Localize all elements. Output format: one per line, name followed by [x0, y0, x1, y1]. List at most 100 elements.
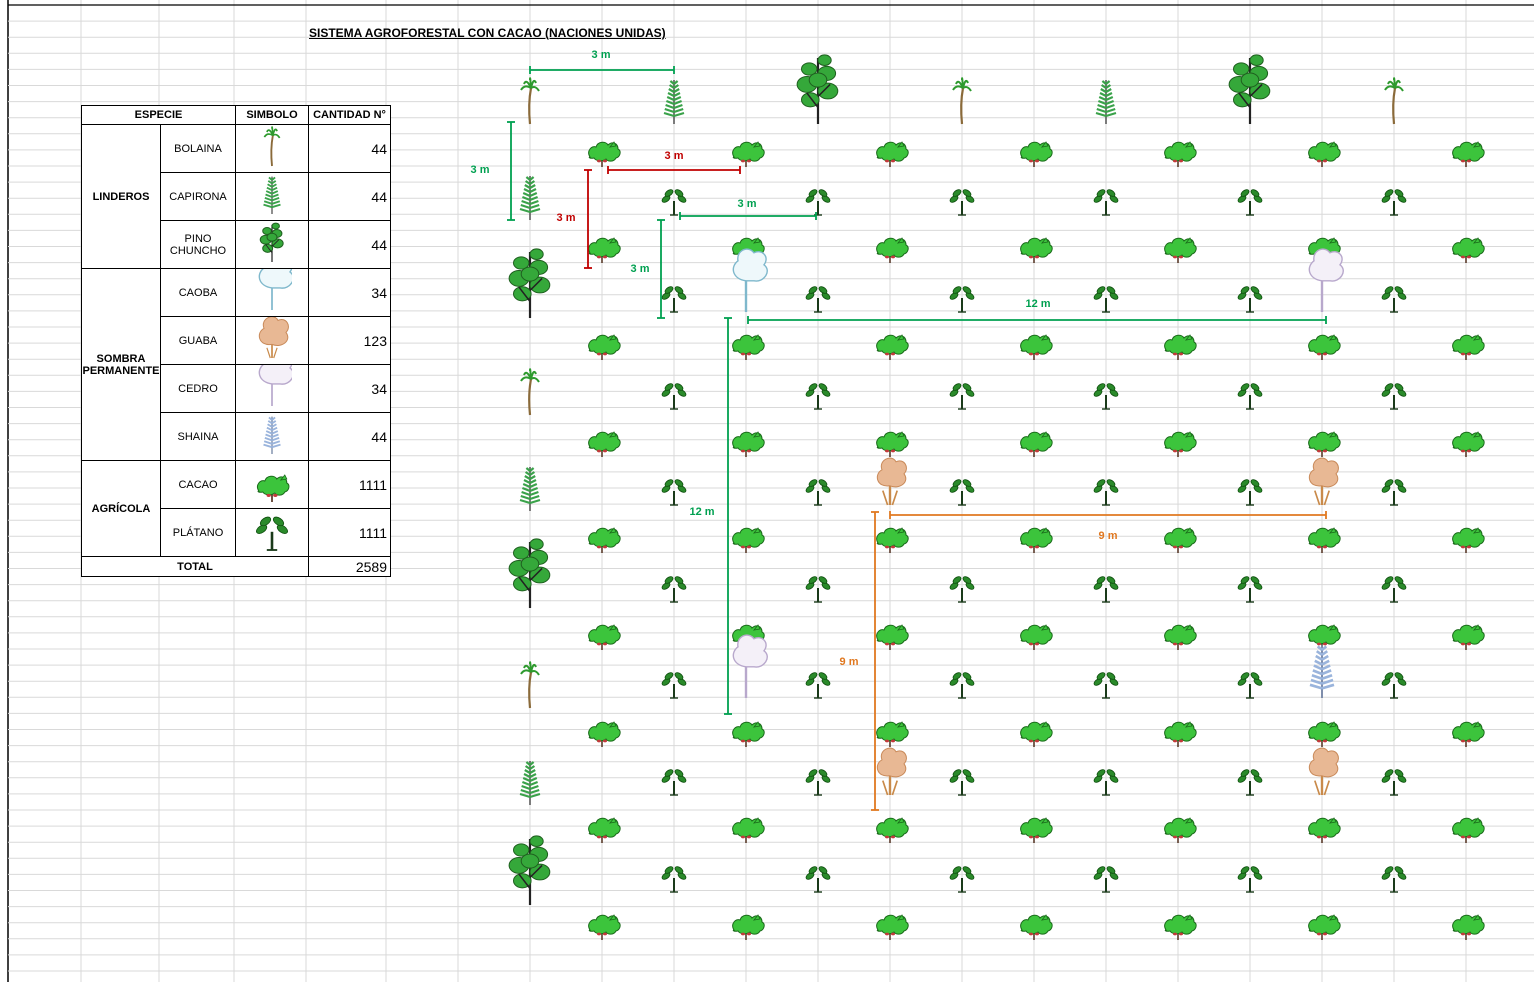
- header-species: ESPECIE: [82, 106, 236, 125]
- dimension-label: 12 m: [1025, 298, 1050, 310]
- cacao-tree: [877, 625, 908, 650]
- guaba-icon: [252, 317, 292, 361]
- cedro-icon: [252, 365, 292, 409]
- header-symbol: SIMBOLO: [236, 106, 309, 125]
- dimension-label: 3 m: [557, 212, 576, 224]
- species-name: PLÁTANO: [161, 509, 236, 557]
- dimension-green-horizontal: [680, 212, 816, 220]
- cacao-tree: [1309, 915, 1340, 940]
- cacao-tree: [589, 625, 620, 650]
- platano-tree: [1237, 285, 1263, 312]
- cacao-tree: [1165, 238, 1196, 263]
- platano-tree: [805, 768, 831, 795]
- capirona-tree: [520, 761, 540, 805]
- cacao-tree: [589, 142, 620, 167]
- cacao-tree: [1165, 818, 1196, 843]
- platano-tree: [661, 478, 687, 505]
- dimension-label: 3 m: [471, 164, 490, 176]
- pino-tree: [797, 55, 838, 124]
- guaba-tree: [1309, 748, 1338, 795]
- cacao-tree: [1453, 818, 1484, 843]
- dimension-12m-horizontal: [748, 316, 1326, 324]
- platano-tree: [949, 478, 975, 505]
- cacao-tree: [589, 335, 620, 360]
- species-quantity: 123: [309, 317, 391, 365]
- cacao-tree: [1021, 142, 1052, 167]
- cacao-tree: [877, 335, 908, 360]
- species-name: BOLAINA: [161, 125, 236, 173]
- cacao-tree: [1021, 818, 1052, 843]
- cacao-tree: [877, 528, 908, 553]
- header-quantity: CANTIDAD N°: [309, 106, 391, 125]
- palm-tree: [1385, 78, 1403, 124]
- platano-tree: [661, 865, 687, 892]
- species-quantity: 44: [309, 173, 391, 221]
- platano-tree: [805, 382, 831, 409]
- dimension-label: 3 m: [738, 198, 757, 210]
- cacao-tree: [1453, 625, 1484, 650]
- capirona-tree: [1096, 80, 1116, 124]
- cedro-tree: [1309, 249, 1343, 312]
- cacao-tree: [1309, 528, 1340, 553]
- platano-tree: [949, 768, 975, 795]
- cacao-tree: [1021, 238, 1052, 263]
- cacao-tree: [733, 142, 764, 167]
- dimension-12m-vertical: [724, 318, 732, 714]
- cacao-tree: [1021, 625, 1052, 650]
- diagram-title: SISTEMA AGROFORESTAL CON CACAO (NACIONES…: [309, 26, 666, 40]
- platano-tree: [805, 285, 831, 312]
- platano-tree: [949, 671, 975, 698]
- platano-tree: [1381, 285, 1407, 312]
- species-name: CAPIRONA: [161, 173, 236, 221]
- cacao-tree: [1453, 722, 1484, 747]
- cacao-tree: [1165, 432, 1196, 457]
- guaba-tree: [877, 748, 906, 795]
- platano-tree: [805, 188, 831, 215]
- caoba-icon: [252, 269, 292, 313]
- cacao-tree: [733, 528, 764, 553]
- platano-tree: [1381, 575, 1407, 602]
- platano-tree: [949, 382, 975, 409]
- cacao-icon: [252, 461, 292, 505]
- dimension-left-3m: [507, 122, 515, 220]
- cacao-tree: [1453, 915, 1484, 940]
- caoba-tree: [733, 249, 767, 312]
- dimension-top-3m: [530, 66, 674, 74]
- cacao-tree: [1165, 335, 1196, 360]
- cacao-tree: [1309, 142, 1340, 167]
- cacao-tree: [1165, 625, 1196, 650]
- dimension-label: 3 m: [592, 49, 611, 61]
- pino-tree: [509, 539, 550, 608]
- platano-tree: [1093, 865, 1119, 892]
- cacao-tree: [733, 722, 764, 747]
- group-sombra-permanente: SOMBRA PERMANENTE: [82, 269, 161, 461]
- cacao-tree: [1021, 722, 1052, 747]
- legend-total-row: TOTAL 2589: [82, 557, 391, 577]
- platano-tree: [1237, 478, 1263, 505]
- platano-tree: [661, 382, 687, 409]
- dimension-green-vertical: [657, 220, 665, 318]
- cacao-tree: [1165, 722, 1196, 747]
- cacao-tree: [733, 818, 764, 843]
- platano-tree: [1237, 671, 1263, 698]
- cacao-tree: [1309, 625, 1340, 650]
- platano-tree: [1381, 478, 1407, 505]
- platano-tree: [1237, 768, 1263, 795]
- cacao-tree: [589, 432, 620, 457]
- cacao-tree: [1021, 335, 1052, 360]
- cacao-tree: [733, 432, 764, 457]
- cacao-tree: [1165, 528, 1196, 553]
- cacao-tree: [1309, 722, 1340, 747]
- dimension-label: 9 m: [1099, 530, 1118, 542]
- platano-tree: [805, 575, 831, 602]
- total-value: 2589: [309, 557, 391, 577]
- pino-chuncho-icon: [252, 221, 292, 265]
- shaina-tree: [1310, 645, 1334, 698]
- palm-tree: [953, 78, 971, 124]
- platano-tree: [1237, 188, 1263, 215]
- cacao-tree: [877, 915, 908, 940]
- cacao-tree: [1165, 915, 1196, 940]
- cacao-tree: [1453, 335, 1484, 360]
- cacao-tree: [1309, 818, 1340, 843]
